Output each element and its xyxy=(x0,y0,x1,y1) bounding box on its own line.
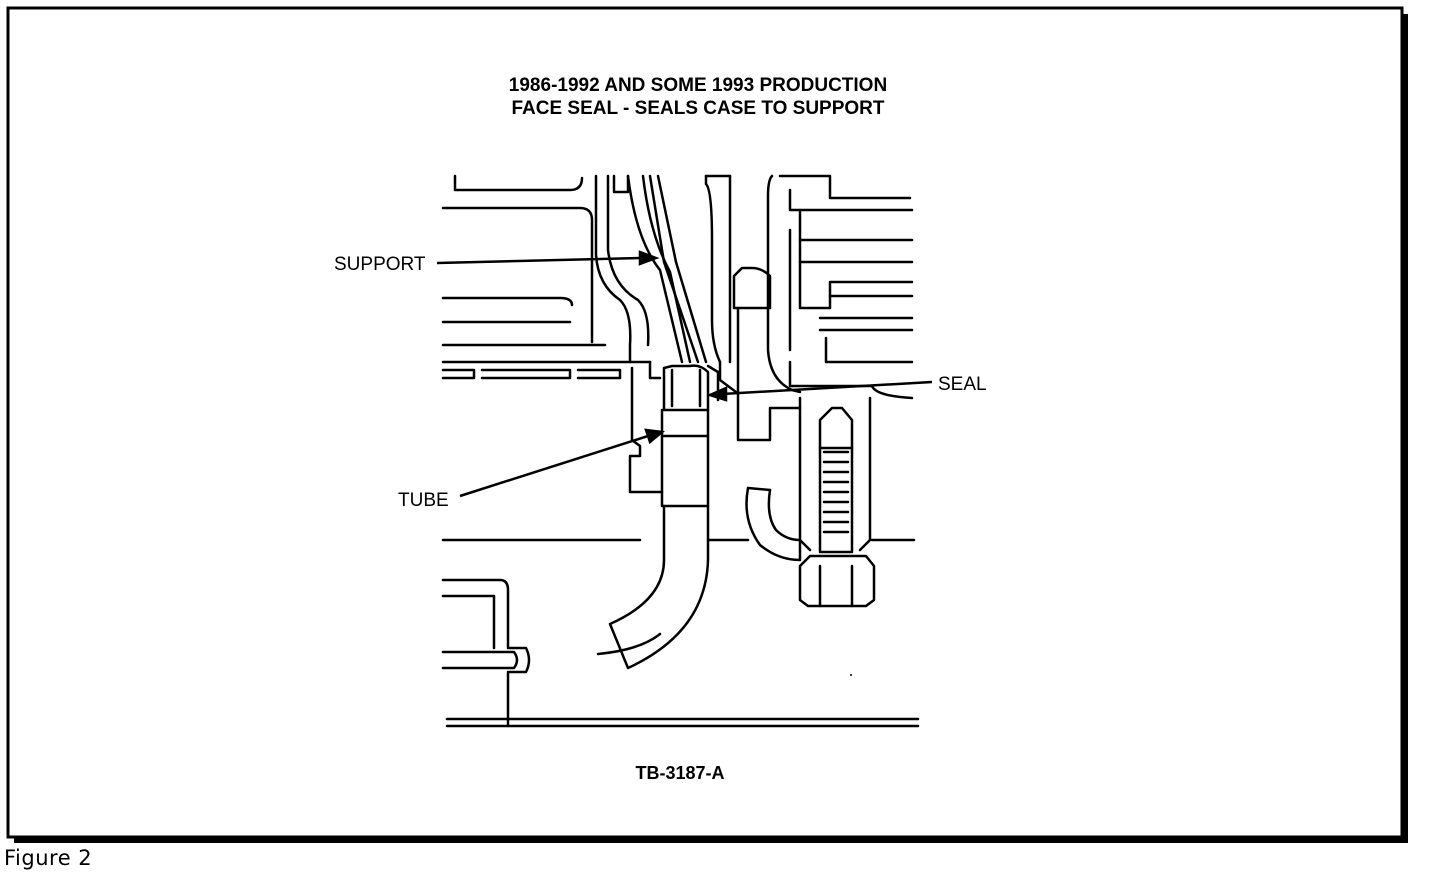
seal-arrowhead xyxy=(706,386,728,402)
diagram-title-line-2: FACE SEAL - SEALS CASE TO SUPPORT xyxy=(511,98,884,119)
housing-lower-teeth xyxy=(441,368,622,380)
bolt-head xyxy=(798,554,876,608)
housing-upper-right xyxy=(766,174,802,394)
housing-upper-left xyxy=(453,174,584,192)
retainer-block xyxy=(732,266,772,310)
seal-leader-line xyxy=(721,380,933,396)
tube-leader-line xyxy=(459,434,649,498)
scan-dot xyxy=(850,674,852,676)
cooler-line xyxy=(745,486,802,562)
support-arrowhead xyxy=(638,250,660,266)
leader-lines xyxy=(436,250,933,498)
support-web xyxy=(594,174,632,364)
transmission-cross-section xyxy=(441,174,920,728)
tube-label: TUBE xyxy=(398,490,449,511)
support-leader-line xyxy=(436,256,643,265)
figure-caption: Figure 2 xyxy=(4,846,93,870)
support-label: SUPPORT xyxy=(334,254,426,275)
diagram-title-line-1: 1986-1992 AND SOME 1993 PRODUCTION xyxy=(509,75,887,96)
housing-lower-left xyxy=(441,578,531,728)
center-housing xyxy=(704,174,722,364)
figure-id: TB-3187-A xyxy=(635,763,724,783)
tube-arrowhead xyxy=(644,428,666,445)
seal-assembly xyxy=(662,364,710,412)
support-wall-lines xyxy=(626,174,684,364)
seal-label: SEAL xyxy=(938,374,987,395)
frame-border xyxy=(6,6,1404,839)
tube-body xyxy=(608,504,710,670)
tube-fitting xyxy=(660,408,710,508)
